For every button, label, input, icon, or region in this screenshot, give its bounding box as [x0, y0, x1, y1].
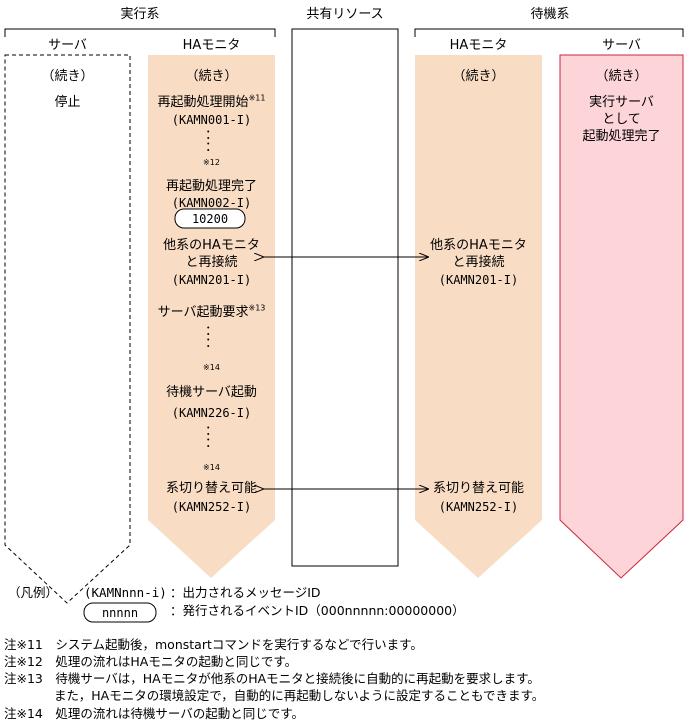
active-hamon-dots1: ：: [204, 128, 218, 143]
standby-hamon-continued: （続き）: [452, 69, 505, 84]
active-hamon-event: 10200: [191, 212, 229, 226]
active-hamon-msg1: (KAMN001-I): [171, 113, 252, 127]
active-hamon-restart-start: 再起動処理開始※11: [142, 93, 281, 111]
active-server-arrow: [4, 54, 131, 604]
restart-start-label: 再起動処理開始: [157, 95, 249, 110]
active-hamon-dots1b: ：: [204, 140, 218, 155]
standby-hamon-reconnect-2: と再接続: [452, 255, 505, 270]
active-hamon-dots3b: ：: [204, 436, 218, 451]
active-hamon-arrow: [148, 55, 275, 578]
legend-event-box: [83, 602, 157, 623]
standby-hamon-switchable: 系切り替え可能: [432, 481, 524, 496]
legend-title: （凡例）: [8, 585, 59, 600]
legend-msg-desc: ：出力されるメッセージID: [170, 585, 321, 600]
active-hamon-dots3: ：: [204, 424, 218, 439]
active-hamon-dots2: ：: [204, 324, 218, 339]
restart-start-note: ※11: [248, 93, 266, 103]
header-active: 実行系: [120, 7, 160, 22]
standby-server-line3: 起動処理完了: [582, 129, 661, 144]
standby-server-line2: として: [602, 112, 641, 127]
note-14: 注※14 処理の流れは待機サーバの起動と同じです。: [4, 706, 305, 721]
col-active-hamon: HAモニタ: [182, 38, 241, 53]
note-13-cont: また，HAモニタの環境設定で，自動的に再起動しないように設定することもできます。: [4, 688, 545, 703]
standby-hamon-msg5: (KAMN252-I): [438, 500, 519, 514]
legend-msg-sample: (KAMNnnn-i): [84, 585, 167, 600]
active-server-stop: 停止: [54, 95, 81, 110]
active-header-bracket: [4, 28, 276, 37]
server-request-label: サーバ起動要求: [157, 305, 249, 320]
standby-hamon-reconnect-1: 他系のHAモニタ: [430, 238, 527, 253]
active-server-continued: （続き）: [41, 69, 94, 84]
active-hamon-reconnect-2: と再接続: [185, 255, 238, 270]
standby-server-line1: 実行サーバ: [589, 95, 654, 110]
active-hamon-switchable: 系切り替え可能: [165, 481, 257, 496]
active-hamon-msg5: (KAMN252-I): [171, 500, 252, 514]
active-hamon-standby-start: 待機サーバ起動: [166, 385, 257, 400]
server-request-note: ※13: [248, 303, 266, 313]
standby-header-bracket: [414, 28, 684, 37]
standby-server-arrow: [559, 54, 684, 579]
note-13: 注※13 待機サーバは，HAモニタが他系のHAモニタと接続後に自動的に再起動を要…: [4, 671, 540, 686]
active-hamon-msg4: (KAMN226-I): [171, 406, 252, 420]
event-id-box: [174, 208, 246, 229]
active-hamon-server-request: サーバ起動要求※13: [142, 303, 281, 321]
legend-event-sample: nnnnn: [101, 606, 139, 620]
active-hamon-note14b: ※14: [203, 463, 220, 472]
legend-event-desc: ：発行されるイベントID（000nnnnn:00000000）: [170, 603, 465, 618]
active-hamon-continued: （続き）: [185, 69, 238, 84]
standby-server-continued: （続き）: [595, 69, 648, 84]
col-active-server: サーバ: [48, 38, 87, 53]
active-hamon-msg2: (KAMN002-I): [171, 196, 252, 210]
shared-resource-box: [291, 28, 399, 567]
active-hamon-note12: ※12: [203, 158, 220, 167]
active-hamon-reconnect-1: 他系のHAモニタ: [163, 238, 260, 253]
standby-hamon-arrow: [415, 55, 542, 578]
standby-hamon-msg3: (KAMN201-I): [438, 273, 519, 287]
active-hamon-restart-done: 再起動処理完了: [165, 179, 257, 194]
active-hamon-note14a: ※14: [203, 363, 220, 372]
header-standby: 待機系: [530, 7, 570, 22]
col-standby-server: サーバ: [602, 38, 641, 53]
col-standby-hamon: HAモニタ: [449, 38, 508, 53]
note-12: 注※12 処理の流れはHAモニタの起動と同じです。: [4, 654, 298, 669]
active-hamon-msg3: (KAMN201-I): [171, 273, 252, 287]
header-shared: 共有リソース: [306, 7, 384, 22]
note-11: 注※11 システム起動後，monstartコマンドを実行するなどで行います。: [4, 637, 423, 652]
active-hamon-dots2b: ：: [204, 336, 218, 351]
